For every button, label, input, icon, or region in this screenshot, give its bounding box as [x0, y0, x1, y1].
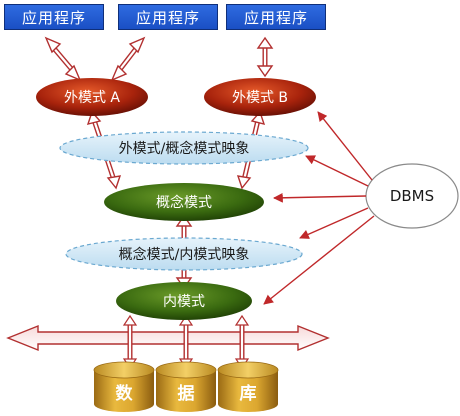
application-box-3: 应用程序	[226, 4, 326, 30]
external-schema-b-label: 外模式 B	[231, 90, 289, 106]
arrow-app3-to-external-b	[256, 36, 274, 78]
external-schema-a-label: 外模式 A	[63, 90, 121, 106]
database-cylinders	[93, 361, 279, 412]
dbms-control-arrows	[263, 111, 375, 305]
mapping-conceptual-internal-shape	[65, 237, 303, 271]
application-box-1: 应用程序	[4, 4, 104, 30]
database-char-3: 库	[239, 383, 257, 404]
database-char-1: 数	[115, 383, 133, 404]
external-schema-a-shape	[36, 78, 148, 116]
mapping-external-conceptual-shape	[59, 131, 309, 165]
mapping-external-conceptual-label: 外模式/概念模式映象	[118, 141, 250, 157]
external-schema-b-shape	[204, 78, 316, 116]
mapping-conceptual-internal-label: 概念模式/内模式映象	[118, 247, 250, 263]
internal-schema-shape	[116, 282, 252, 320]
arrow-app2-to-external-a	[110, 36, 146, 82]
internal-schema-label: 内模式	[163, 294, 205, 310]
dbms-label: DBMS	[389, 187, 435, 205]
arrow-app1-to-external-a	[44, 36, 82, 82]
conceptual-schema-shape	[104, 183, 264, 221]
database-char-2: 据	[177, 383, 195, 404]
storage-bus-arrow	[6, 324, 330, 352]
conceptual-schema-label: 概念模式	[156, 195, 212, 211]
application-box-2: 应用程序	[118, 4, 218, 30]
